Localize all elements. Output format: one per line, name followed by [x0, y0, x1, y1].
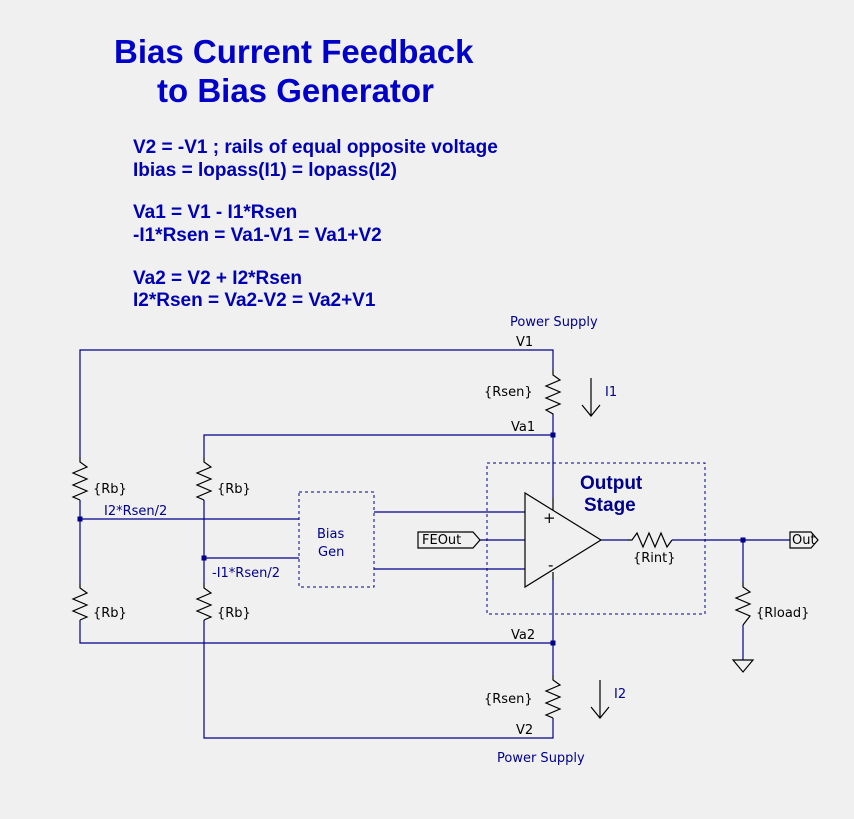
rb-3-label: {Rb} — [93, 606, 127, 621]
rb-4-label: {Rb} — [217, 606, 251, 621]
va1-label: Va1 — [511, 420, 535, 435]
i1-label: I1 — [605, 385, 617, 400]
junction-va2 — [550, 640, 556, 646]
resistor-rload — [734, 582, 752, 626]
va2-label: Va2 — [511, 628, 535, 643]
wire-network — [79, 349, 790, 739]
power-supply-top-label: Power Supply — [510, 315, 598, 330]
arrow-down-icon — [581, 378, 601, 417]
rload-label: {Rload} — [756, 606, 809, 621]
i1rsen-net-label: -I1*Rsen/2 — [212, 566, 280, 581]
feout-port — [417, 531, 481, 549]
junction-i2rsen — [77, 516, 83, 522]
bias-gen-block — [298, 491, 375, 588]
power-supply-bottom-label: Power Supply — [497, 751, 585, 766]
equation-5: Va2 = V2 + I2*Rsen — [133, 268, 302, 289]
resistor-rb-3 — [71, 583, 89, 621]
arrow-down-icon — [590, 680, 610, 719]
i2-label: I2 — [614, 687, 626, 702]
rsen-bottom-label: {Rsen} — [484, 692, 533, 707]
i2rsen-net-label: I2*Rsen/2 — [104, 504, 167, 519]
resistor-rsen-bottom — [544, 675, 562, 719]
out-label: Out — [792, 533, 816, 548]
resistor-rb-2 — [195, 457, 213, 501]
resistor-rb-4 — [195, 583, 213, 621]
output-stage-label-1: Output — [580, 473, 643, 494]
rint-label: {Rint} — [633, 551, 676, 566]
junction-dots — [77, 432, 746, 646]
v2-label: V2 — [516, 723, 533, 738]
out-port — [789, 531, 819, 549]
bias-gen-label-2: Gen — [318, 545, 344, 560]
v1-label: V1 — [516, 335, 533, 350]
resistor-rb-1 — [71, 457, 89, 501]
equation-6: I2*Rsen = Va2-V2 = Va2+V1 — [133, 290, 376, 311]
bias-gen-label-1: Bias — [317, 527, 344, 542]
output-stage-label-2: Stage — [584, 495, 636, 516]
feout-label: FEOut — [422, 533, 461, 548]
opamp-minus-sign: - — [548, 556, 553, 574]
wire-va1 — [203, 434, 553, 457]
rsen-top-label: {Rsen} — [484, 385, 533, 400]
wire-v1-rail — [79, 349, 554, 457]
title-line-1: Bias Current Feedback — [114, 33, 474, 70]
ground-icon — [731, 659, 755, 673]
junction-i1rsen — [201, 555, 207, 561]
opamp-plus-sign: + — [543, 509, 556, 527]
output-stage-block — [486, 462, 706, 615]
junction-out — [740, 537, 746, 543]
equation-4: -I1*Rsen = Va1-V1 = Va1+V2 — [133, 225, 382, 246]
resistor-rint — [627, 531, 673, 549]
rb-1-label: {Rb} — [93, 482, 127, 497]
resistor-rsen-top — [544, 370, 562, 415]
equation-1: V2 = -V1 ; rails of equal opposite volta… — [133, 137, 498, 158]
equation-2: Ibias = lopass(I1) = lopass(I2) — [133, 160, 397, 181]
equation-3: Va1 = V1 - I1*Rsen — [133, 202, 297, 223]
opamp-triangle — [524, 491, 603, 589]
wire-va2 — [79, 620, 553, 644]
junction-va1 — [550, 432, 556, 438]
title-line-2: to Bias Generator — [157, 72, 434, 109]
rb-2-label: {Rb} — [217, 482, 251, 497]
wire-v2-rail — [203, 620, 554, 739]
